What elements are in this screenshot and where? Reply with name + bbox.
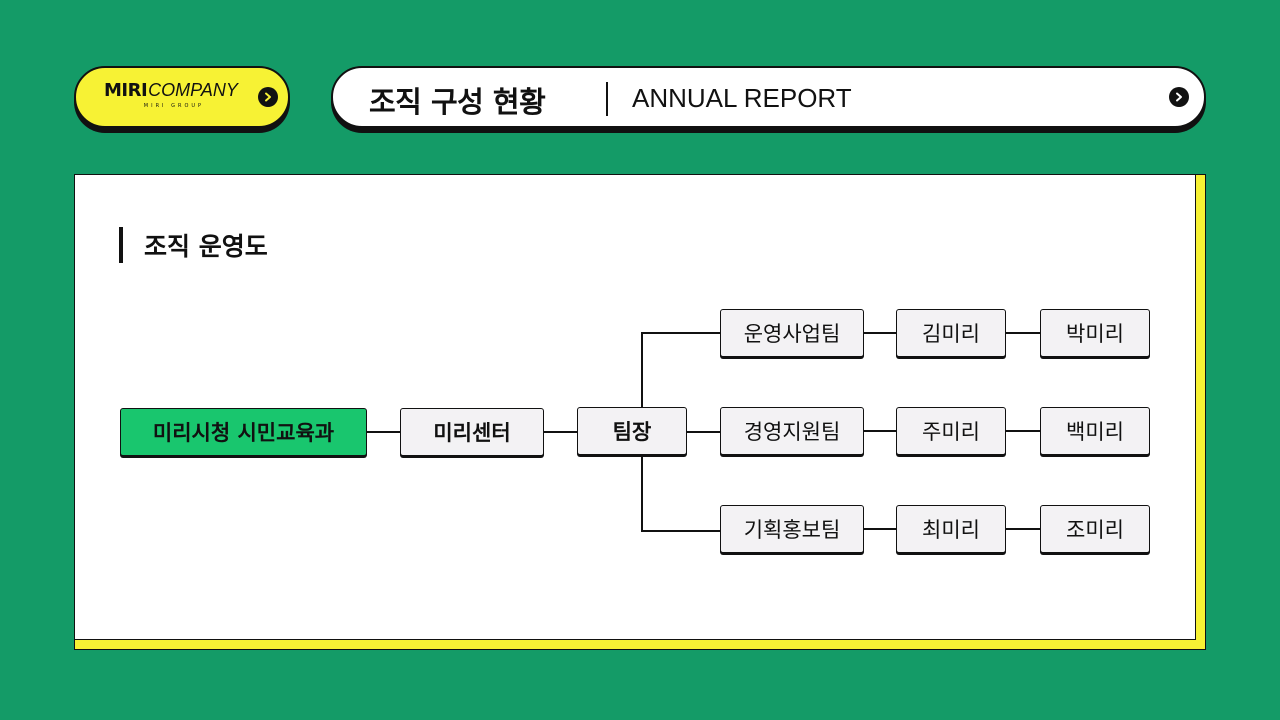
connector-center-lead [544,431,577,433]
page-subtitle: ANNUAL REPORT [632,83,852,113]
org-node-member: 백미리 [1040,407,1150,455]
connector-root-center [367,431,400,433]
org-node-center: 미리센터 [400,408,544,456]
org-node-member: 박미리 [1040,309,1150,357]
org-node-root: 미리시청 시민교육과 [120,408,367,456]
org-node-member: 김미리 [896,309,1006,357]
page-title: 조직 구성 현황 [369,85,546,119]
org-node-member: 최미리 [896,505,1006,553]
org-node-team-2: 경영지원팀 [720,407,864,455]
org-node-member: 조미리 [1040,505,1150,553]
title-pill: 조직 구성 현황 ANNUAL REPORT [331,66,1206,128]
connector-team-1-member-2 [1006,332,1040,334]
connector-lead-team-1 [641,332,720,334]
logo-name-text: COMPANY [148,80,238,100]
org-node-lead: 팀장 [577,407,687,455]
connector-team-3-member-1 [864,528,896,530]
org-node-member: 주미리 [896,407,1006,455]
connector-team-2-member-2 [1006,430,1040,432]
section-title: 조직 운영도 [144,232,268,261]
logo-mark-text: MIRI [104,80,148,101]
connector-lead-team-3 [641,530,720,532]
logo-pill[interactable]: MIRI COMPANY MIRI GROUP [74,66,290,128]
org-node-team-1: 운영사업팀 [720,309,864,357]
title-divider [606,82,608,116]
section-title-bar [119,227,123,263]
connector-team-2-member-1 [864,430,896,432]
connector-team-1-member-1 [864,332,896,334]
connector-team-3-member-2 [1006,528,1040,530]
chevron-right-icon[interactable] [1169,87,1189,107]
connector-lead-team-2 [687,431,720,433]
logo-sub-text: MIRI GROUP [143,103,205,109]
org-node-team-3: 기획홍보팀 [720,505,864,553]
chevron-right-icon[interactable] [258,87,278,107]
company-logo: MIRI COMPANY MIRI GROUP [104,81,238,113]
